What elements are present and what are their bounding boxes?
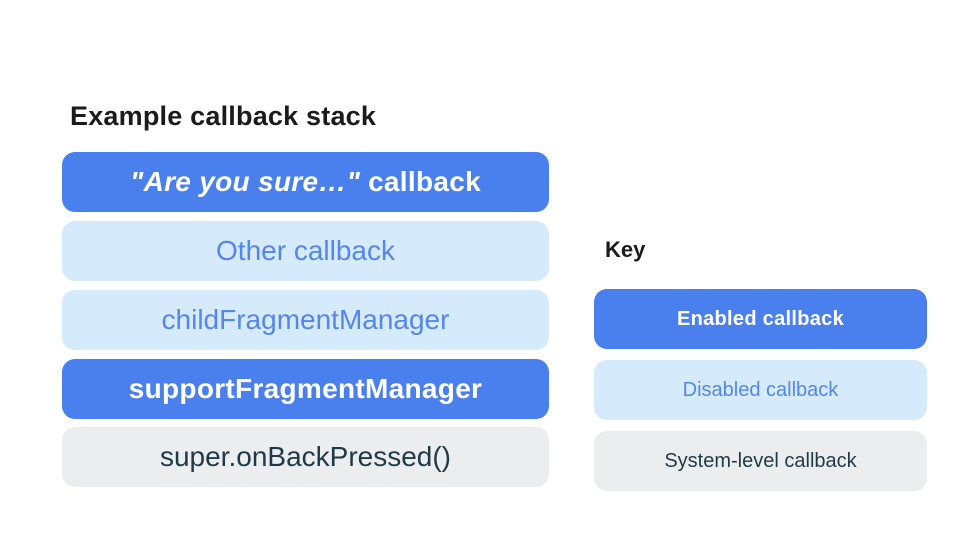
stack-item-super-on-back-pressed: super.onBackPressed() — [62, 427, 549, 487]
key-item-system-level-callback: System-level callback — [594, 431, 927, 491]
stack-item-label: super.onBackPressed() — [159, 441, 452, 472]
stack-item-label: Other callback — [216, 235, 395, 266]
stack-item-label-suffix: callback — [368, 166, 481, 197]
key-title: Key — [605, 237, 646, 262]
stack-item-label: supportFragmentManager — [128, 373, 483, 404]
stack-item-label-quoted: "Are you sure…" — [130, 166, 361, 197]
key-item-label: Enabled callback — [676, 307, 845, 330]
stack-item-child-fragment-manager: childFragmentManager — [62, 290, 549, 350]
key-item-label: Disabled callback — [682, 378, 839, 401]
stack-diagram-title: Example callback stack — [70, 101, 377, 131]
stack-item-other-callback: Other callback — [62, 221, 549, 281]
key-item-enabled-callback: Enabled callback — [594, 289, 927, 349]
key-item-label: System-level callback — [664, 449, 857, 472]
stack-item-label: childFragmentManager — [161, 304, 450, 335]
stack-item-are-you-sure-callback: "Are you sure…" callback — [62, 152, 549, 212]
stack-item-support-fragment-manager: supportFragmentManager — [62, 359, 549, 419]
key-item-disabled-callback: Disabled callback — [594, 360, 927, 420]
